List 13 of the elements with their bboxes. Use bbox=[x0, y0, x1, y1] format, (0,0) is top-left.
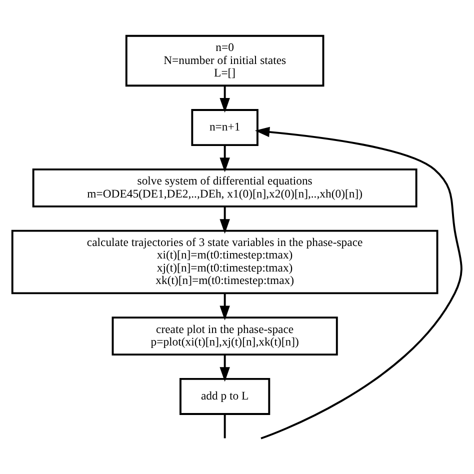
node-box: create plot in the phase-space p=plot(xi(t)[n],xj(t)[n],xk(t)[n]) bbox=[112, 316, 338, 356]
node-box: calculate trajectories of 3 state variables in the phase-space xi(t)[n]=m(t0:timestep:tmax) xj(t)[n]=m(t0:timestep:tmax) xk(t)[n]=m(t0:timestep:tmax) bbox=[11, 229, 438, 294]
arrow bbox=[220, 354, 230, 382]
node-box: solve system of differential equations m=ODE45(DE1,DE2,..,DEh, x1(0)[n],x2(0)[n],..,xh(0)[n]) bbox=[32, 168, 418, 207]
arrow bbox=[220, 85, 230, 112]
arrow bbox=[220, 293, 230, 320]
arrow bbox=[220, 144, 230, 172]
node-box: n=0 N=number of initial states L=[] bbox=[125, 34, 324, 86]
node-box: n=n+1 bbox=[191, 108, 258, 146]
node-box: add p to L bbox=[180, 377, 270, 415]
connector bbox=[224, 414, 226, 438]
arrow bbox=[254, 126, 462, 439]
arrow bbox=[220, 206, 230, 234]
